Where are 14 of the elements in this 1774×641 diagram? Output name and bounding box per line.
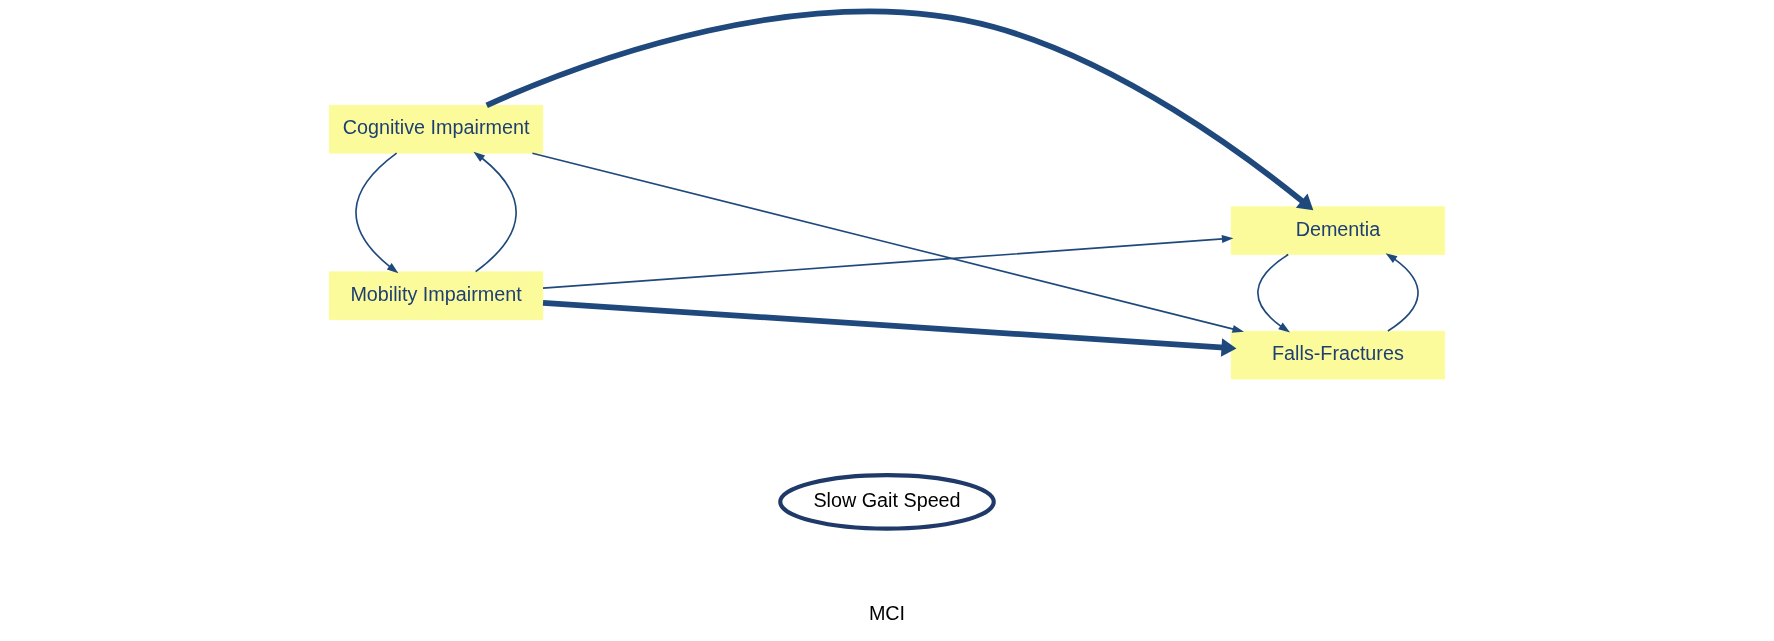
arrow: [1385, 253, 1419, 332]
arrow: [485, 8, 1314, 211]
arrow: [542, 299, 1237, 357]
node-ellipse: Slow Gait Speed: [778, 473, 996, 531]
label: MCI: [868, 601, 906, 624]
node-box: Mobility Impairment: [328, 271, 544, 321]
arrow: [542, 234, 1234, 289]
arrow: [531, 152, 1245, 333]
arrow: [473, 151, 517, 273]
node-box: Falls-Fractures: [1230, 330, 1446, 380]
arrow: [355, 152, 399, 274]
arrow: [1257, 253, 1291, 333]
node-box: Cognitive Impairment: [328, 104, 544, 154]
node-box: Dementia: [1230, 206, 1446, 255]
